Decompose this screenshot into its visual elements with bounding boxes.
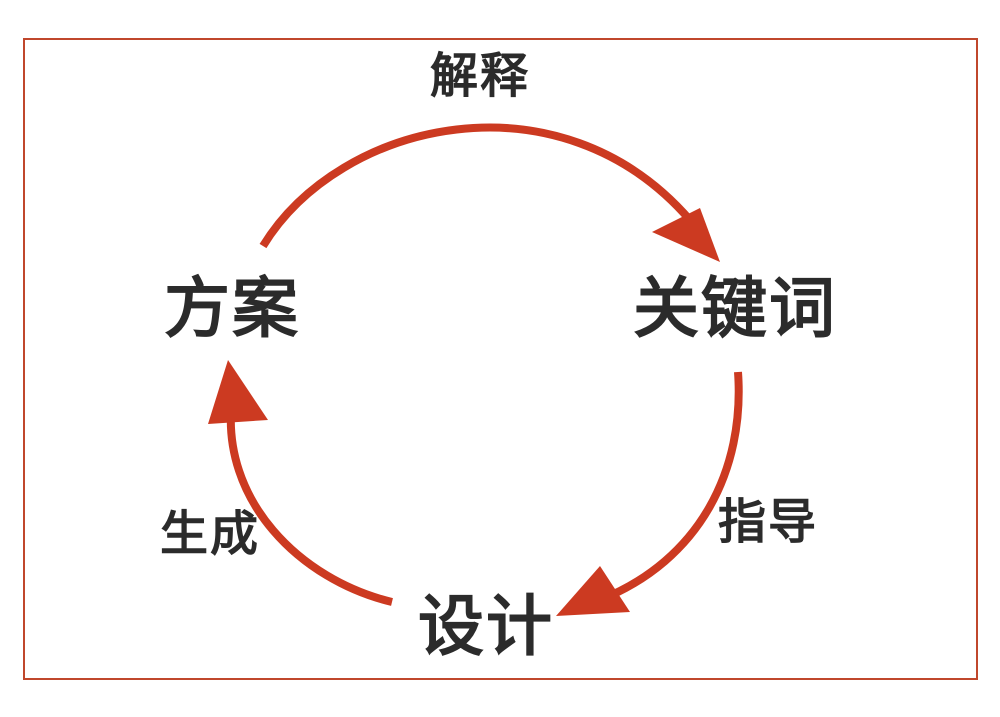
arrowhead-keywords-to-design — [556, 566, 630, 616]
node-keywords: 关键词 — [633, 270, 837, 347]
edge-label-guide: 指导 — [718, 494, 819, 550]
node-design: 设计 — [418, 588, 554, 665]
diagram-frame — [23, 38, 978, 680]
edge-label-explain: 解释 — [430, 48, 531, 104]
arrow-keywords-to-design — [598, 371, 743, 604]
node-plan: 方案 — [164, 270, 300, 347]
arrowhead-plan-to-keywords — [652, 208, 720, 262]
arrowhead-design-to-plan — [208, 360, 268, 424]
edge-label-generate: 生成 — [160, 506, 261, 562]
arrow-plan-to-keywords — [259, 123, 694, 249]
arrow-design-to-plan — [226, 399, 393, 606]
